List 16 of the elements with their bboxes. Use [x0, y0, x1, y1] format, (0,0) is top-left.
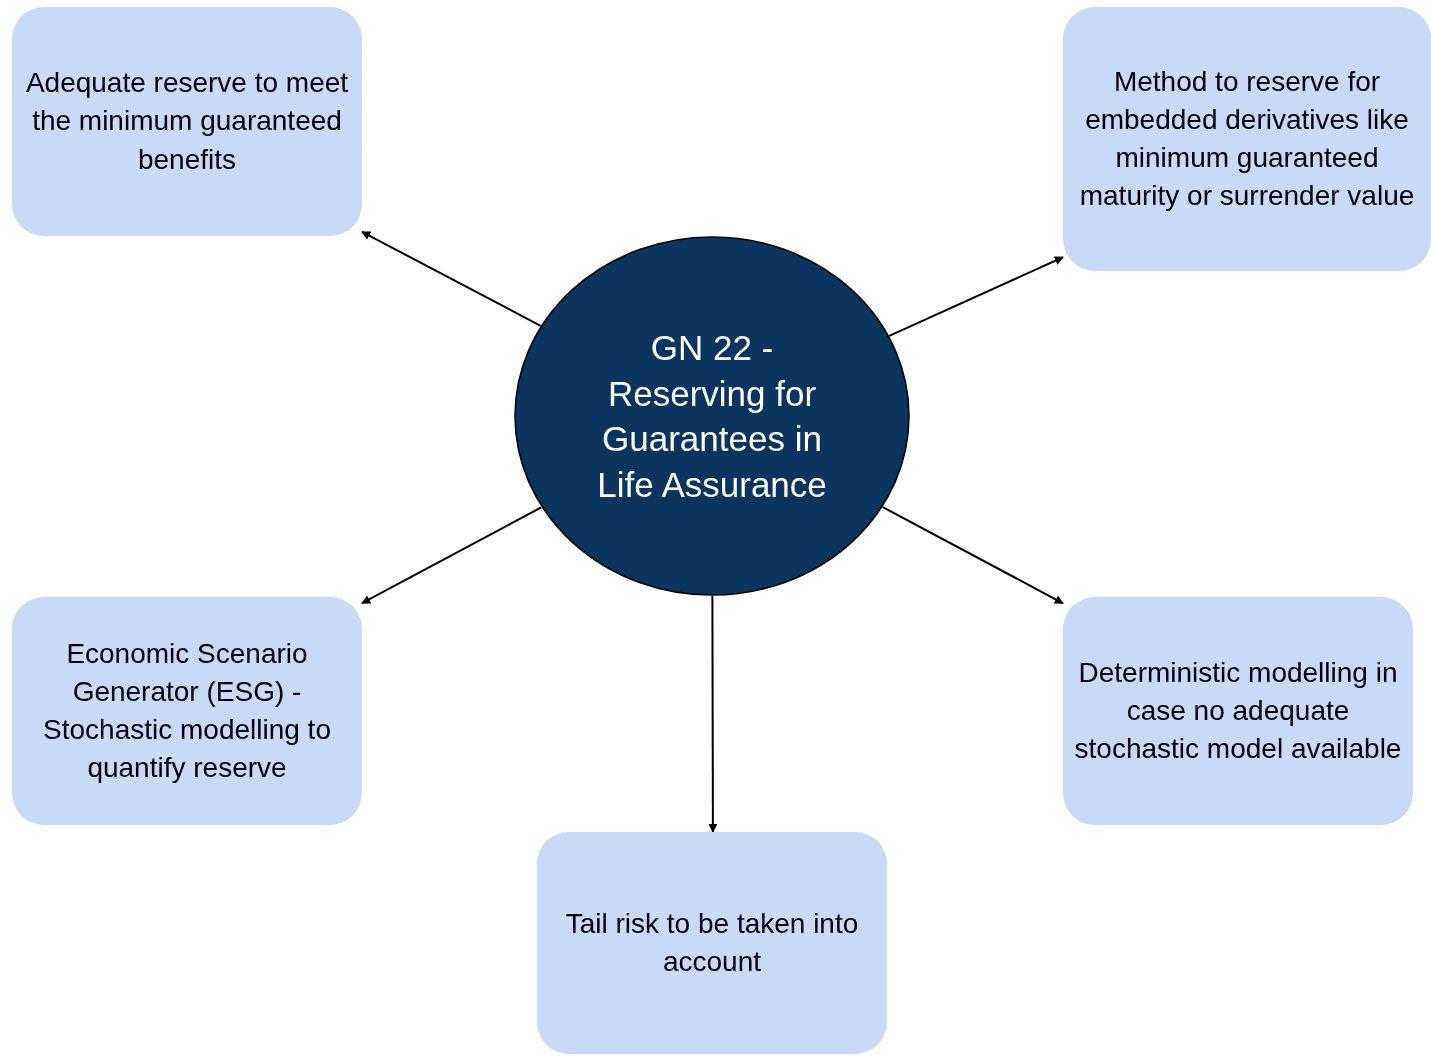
arrow — [881, 506, 1064, 605]
box-text: Method to reserve for embedded derivatives like minimum guaranteed maturity or surrender value — [1078, 64, 1416, 214]
arrow — [888, 256, 1064, 337]
arrow — [361, 506, 543, 605]
rounded-box — [1063, 7, 1431, 271]
arrow — [361, 230, 542, 327]
rounded-box — [12, 597, 362, 825]
box-text: Deterministic modelling in case no adequate stochastic model available — [1073, 655, 1403, 767]
arrow — [708, 595, 718, 833]
box-text: Tail risk to be taken into account — [564, 906, 860, 979]
rounded-box — [12, 7, 362, 236]
ellipse-text: GN 22 - Reserving for Guarantees in Life Assurance — [596, 327, 828, 506]
box-text: Adequate reserve to meet the minimum guaranteed benefits — [24, 66, 350, 177]
box-text: Economic Scenario Generator (ESG) - Stochastic modelling to quantify reserve — [42, 636, 332, 786]
rounded-box — [537, 832, 887, 1054]
rounded-box — [1063, 597, 1413, 825]
